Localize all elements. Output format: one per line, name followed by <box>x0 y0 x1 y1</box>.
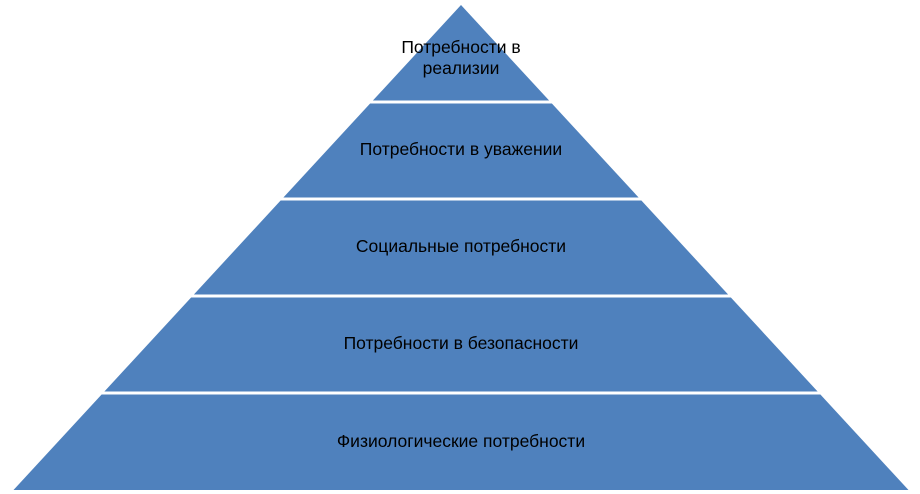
pyramid-label-line: Потребности в безопасности <box>344 333 579 353</box>
pyramid-level-physiological <box>13 394 909 490</box>
pyramid-level-esteem <box>283 103 639 198</box>
pyramid-label-esteem: Потребности в уважении <box>360 139 562 159</box>
pyramid-label-line: Социальные потребности <box>356 236 566 256</box>
pyramid-label-social: Социальные потребности <box>356 236 566 256</box>
pyramid-level-social <box>193 200 729 295</box>
pyramid-label-line: Потребности в <box>401 37 520 57</box>
pyramid-label-line: Потребности в уважении <box>360 139 562 159</box>
pyramid-label-line: Физиологические потребности <box>337 431 585 451</box>
pyramid-label-safety: Потребности в безопасности <box>344 333 579 353</box>
pyramid-level-self-actualization <box>372 5 550 101</box>
pyramid-label-line: реализии <box>423 58 500 78</box>
pyramid-label-physiological: Физиологические потребности <box>337 431 585 451</box>
pyramid-level-safety <box>104 297 818 392</box>
